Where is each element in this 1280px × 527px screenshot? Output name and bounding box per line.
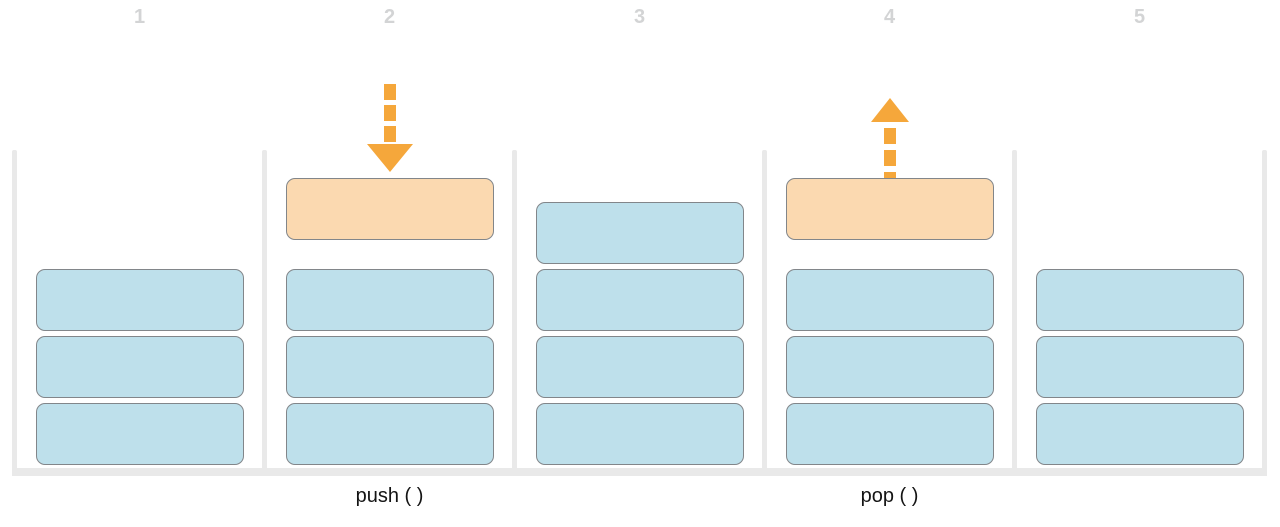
panel-5-stack-block: [1035, 403, 1244, 465]
push-down-arrow-icon: [362, 82, 418, 178]
panel-3-stack-block: [535, 202, 744, 264]
container-wall: [262, 150, 267, 476]
panel-2-number: 2: [383, 6, 396, 28]
panel-1-stack-block: [35, 336, 244, 398]
container-wall: [1262, 150, 1267, 476]
panel-2-stack-block: [285, 403, 494, 465]
panel-4-floating-block: [785, 178, 994, 240]
panel-4-stack-block: [785, 336, 994, 398]
panel-5-stack-block: [1035, 336, 1244, 398]
panel-2-stack-block: [285, 336, 494, 398]
pop-up-arrow-icon: [862, 84, 918, 180]
container-wall: [1012, 150, 1017, 476]
panel-3-stack-block: [535, 403, 744, 465]
panel-2-floating-block: [285, 178, 494, 240]
push-operation-label: push ( ): [355, 485, 424, 507]
pop-operation-label: pop ( ): [860, 485, 919, 507]
container-floor: [12, 468, 1267, 476]
panel-1-stack-block: [35, 269, 244, 331]
panel-1-stack-block: [35, 403, 244, 465]
container-wall: [762, 150, 767, 476]
panel-3-stack-block: [535, 336, 744, 398]
panel-4-number: 4: [883, 6, 896, 28]
panel-2-stack-block: [285, 269, 494, 331]
container-wall: [12, 150, 17, 476]
panel-3-stack-block: [535, 269, 744, 331]
panel-4-stack-block: [785, 269, 994, 331]
panel-3-number: 3: [633, 6, 646, 28]
panel-5-number: 5: [1133, 6, 1146, 28]
panel-4-stack-block: [785, 403, 994, 465]
container-wall: [512, 150, 517, 476]
panel-5-stack-block: [1035, 269, 1244, 331]
panel-1-number: 1: [133, 6, 146, 28]
